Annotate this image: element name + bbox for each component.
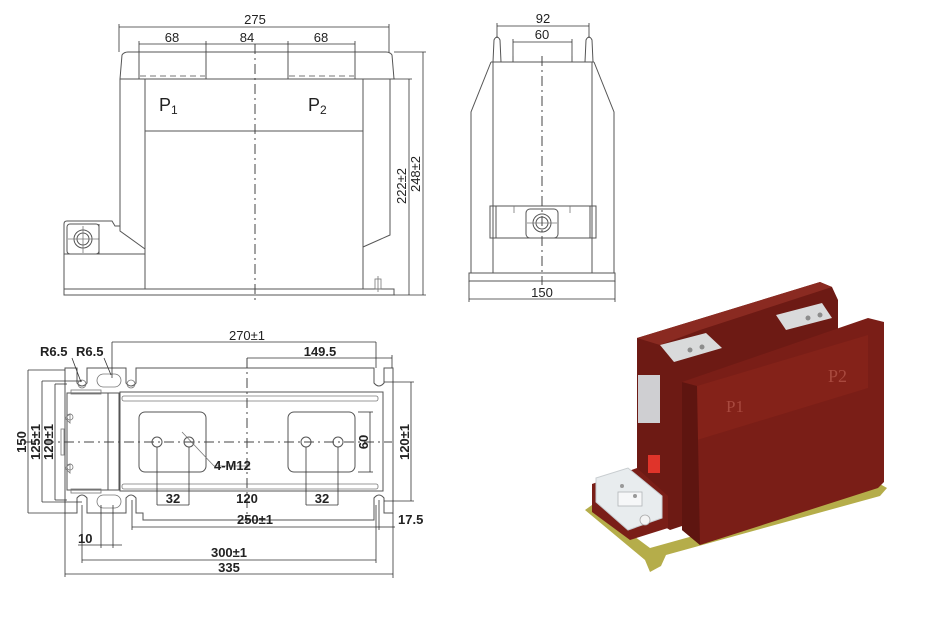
dim-radius-right: R6.5 [76, 344, 103, 359]
dim-mount-250: 250±1 [237, 512, 273, 527]
thread-callout: 4-M12 [214, 458, 251, 473]
bottom-view: 270±1 149.5 R6.5 R6.5 150 125±1 120±1 60… [14, 328, 423, 578]
dim-slot-10: 10 [78, 531, 92, 546]
dim-top-outer: 92 [536, 11, 550, 26]
dim-top-inner: 60 [535, 27, 549, 42]
dim-left-terminal: 68 [165, 30, 179, 45]
dim-bolt-spacing-left: 32 [166, 491, 180, 506]
dim-width-150: 150 [14, 431, 29, 453]
dim-width-120-right: 120±1 [397, 424, 412, 460]
front-view: 275 68 84 68 P1 P2 222±2 248±2 [63, 12, 426, 300]
dim-width-120-left: 120±1 [41, 424, 56, 460]
dim-right-terminal: 68 [314, 30, 328, 45]
dim-base-width: 150 [531, 285, 553, 300]
photo-label-p2: P2 [828, 366, 847, 386]
side-view: 92 60 150 [468, 11, 616, 302]
dim-height-overall: 248±2 [408, 156, 423, 192]
dim-bolt-spacing-vertical: 60 [356, 435, 371, 449]
photo-label-p1: P1 [726, 397, 744, 416]
dim-overall-335: 335 [218, 560, 240, 575]
dim-height-inner: 222±2 [394, 168, 409, 204]
dim-center-gap: 84 [240, 30, 254, 45]
dim-bolt-center: 120 [236, 491, 258, 506]
label-p1: P1 [159, 95, 178, 117]
dim-length-270: 270±1 [229, 328, 265, 343]
dim-half-length: 149.5 [304, 344, 337, 359]
dim-width-125: 125±1 [28, 424, 43, 460]
product-photo: P1 P2 [585, 282, 887, 572]
dim-mount-300: 300±1 [211, 545, 247, 560]
dim-radius-left: R6.5 [40, 344, 67, 359]
dim-overall-width: 275 [244, 12, 266, 27]
label-p2: P2 [308, 95, 327, 117]
dim-bolt-spacing-right: 32 [315, 491, 329, 506]
dim-offset-17-5: 17.5 [398, 512, 423, 527]
